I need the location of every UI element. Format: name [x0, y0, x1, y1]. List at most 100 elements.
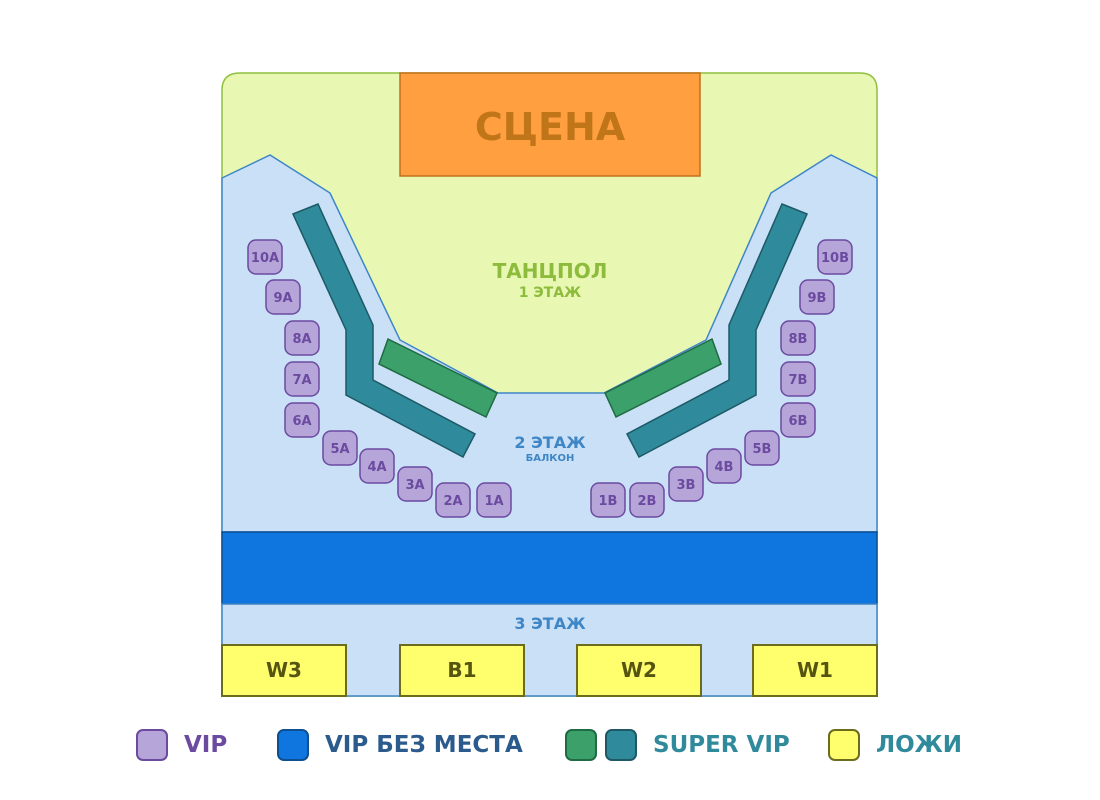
vip-table-label: 10B — [821, 251, 849, 266]
vip-no-seat-zone[interactable] — [221, 531, 878, 605]
vip-table-label: 7A — [292, 373, 311, 388]
vip-table-a-3[interactable]: 8A — [284, 320, 320, 356]
vip-table-box[interactable] — [780, 402, 816, 438]
loge-label: W3 — [266, 658, 302, 682]
legend-loges-swatch — [828, 729, 860, 761]
vip-table-label: 9B — [808, 291, 827, 306]
super-vip-teal-left[interactable] — [291, 203, 477, 459]
vip-table-a-5[interactable]: 6A — [284, 402, 320, 438]
vip-table-box[interactable] — [590, 482, 626, 518]
vip-table-box[interactable] — [265, 279, 301, 315]
vip-table-b-1[interactable]: 10B — [817, 239, 853, 275]
loge-box[interactable] — [576, 644, 702, 697]
legend-vip-swatch — [136, 729, 168, 761]
stage-label: СЦЕНА — [475, 105, 626, 149]
vip-table-label: 4B — [715, 460, 734, 475]
loge-box[interactable] — [399, 644, 525, 697]
vip-table-a-1[interactable]: 10A — [247, 239, 283, 275]
vip-table-box[interactable] — [435, 482, 471, 518]
legend-loges: ЛОЖИ — [828, 722, 962, 768]
balcony-title: 2 ЭТАЖ — [514, 433, 586, 452]
loge-label: W2 — [621, 658, 657, 682]
vip-tables-right: 10B 9B 8B 7B 6B 5B 4B 3B 2B 1B — [590, 239, 853, 518]
legend-vip-label: VIP — [184, 732, 228, 758]
vip-table-box[interactable] — [744, 430, 780, 466]
vip-table-label: 9A — [273, 291, 292, 306]
vip-tables-left: 10A 9A 8A 7A 6A 5A 4A 3A 2A 1A — [247, 239, 512, 518]
dancefloor-subtitle: 1 ЭТАЖ — [519, 285, 581, 301]
loge-box[interactable] — [752, 644, 878, 697]
legend-vip: VIP — [136, 722, 227, 768]
legend-vip-no-seat-swatch — [277, 729, 309, 761]
vip-table-box[interactable] — [284, 402, 320, 438]
vip-table-a-8[interactable]: 3A — [397, 466, 433, 502]
vip-table-box[interactable] — [247, 239, 283, 275]
vip-table-box[interactable] — [397, 466, 433, 502]
vip-table-b-5[interactable]: 6B — [780, 402, 816, 438]
vip-table-box[interactable] — [359, 448, 395, 484]
vip-table-label: 8B — [789, 332, 808, 347]
vip-table-a-4[interactable]: 7A — [284, 361, 320, 397]
loges-row: W3 B1 W2 W1 — [221, 644, 878, 697]
super-vip-teal-right[interactable] — [625, 203, 808, 459]
loge-b1[interactable]: B1 — [399, 644, 525, 697]
vip-table-b-4[interactable]: 7B — [780, 361, 816, 397]
vip-table-label: 8A — [292, 332, 311, 347]
balcony-subtitle: БАЛКОН — [526, 453, 575, 464]
vip-table-box[interactable] — [780, 320, 816, 356]
vip-table-box[interactable] — [780, 361, 816, 397]
vip-table-box[interactable] — [284, 320, 320, 356]
vip-table-b-10[interactable]: 1B — [590, 482, 626, 518]
super-vip-green-left[interactable] — [378, 337, 498, 419]
legend-super-vip-teal-swatch — [605, 729, 637, 761]
vip-table-label: 7B — [789, 373, 808, 388]
loge-label: W1 — [797, 658, 833, 682]
vip-table-a-10[interactable]: 1A — [476, 482, 512, 518]
third-floor-title: 3 ЭТАЖ — [514, 614, 586, 633]
vip-table-label: 10A — [251, 251, 279, 266]
vip-table-b-6[interactable]: 5B — [744, 430, 780, 466]
legend-super-vip-green-swatch — [565, 729, 597, 761]
vip-table-label: 2A — [443, 494, 462, 509]
loge-box[interactable] — [221, 644, 347, 697]
vip-table-box[interactable] — [817, 239, 853, 275]
vip-table-b-9[interactable]: 2B — [629, 482, 665, 518]
vip-table-label: 4A — [367, 460, 386, 475]
vip-table-a-6[interactable]: 5A — [322, 430, 358, 466]
super-vip-green-right[interactable] — [604, 337, 722, 419]
legend-super-vip: SUPER VIP — [565, 722, 790, 768]
vip-table-a-7[interactable]: 4A — [359, 448, 395, 484]
vip-table-box[interactable] — [799, 279, 835, 315]
vip-table-b-3[interactable]: 8B — [780, 320, 816, 356]
loge-label: B1 — [447, 658, 476, 682]
stage — [399, 72, 701, 177]
vip-table-box[interactable] — [629, 482, 665, 518]
vip-table-label: 3A — [405, 478, 424, 493]
loge-w1[interactable]: W1 — [752, 644, 878, 697]
loge-w2[interactable]: W2 — [576, 644, 702, 697]
vip-table-label: 1A — [484, 494, 503, 509]
vip-table-box[interactable] — [668, 466, 704, 502]
vip-table-b-2[interactable]: 9B — [799, 279, 835, 315]
vip-table-box[interactable] — [322, 430, 358, 466]
vip-table-box[interactable] — [706, 448, 742, 484]
vip-table-a-9[interactable]: 2A — [435, 482, 471, 518]
vip-table-box[interactable] — [284, 361, 320, 397]
loge-w3[interactable]: W3 — [221, 644, 347, 697]
legend-loges-label: ЛОЖИ — [876, 732, 963, 758]
vip-table-label: 6B — [789, 414, 808, 429]
dancefloor-title: ТАНЦПОЛ — [493, 259, 608, 283]
vip-table-label: 5B — [753, 442, 772, 457]
legend-vip-no-seat: VIP БЕЗ МЕСТА — [277, 722, 523, 768]
vip-table-b-8[interactable]: 3B — [668, 466, 704, 502]
vip-table-box[interactable] — [476, 482, 512, 518]
legend-super-vip-label: SUPER VIP — [653, 732, 790, 758]
vip-table-label: 1B — [599, 494, 618, 509]
vip-table-b-7[interactable]: 4B — [706, 448, 742, 484]
vip-table-a-2[interactable]: 9A — [265, 279, 301, 315]
vip-table-label: 6A — [292, 414, 311, 429]
vip-table-label: 2B — [638, 494, 657, 509]
vip-table-label: 3B — [677, 478, 696, 493]
legend-vip-no-seat-label: VIP БЕЗ МЕСТА — [325, 732, 523, 758]
